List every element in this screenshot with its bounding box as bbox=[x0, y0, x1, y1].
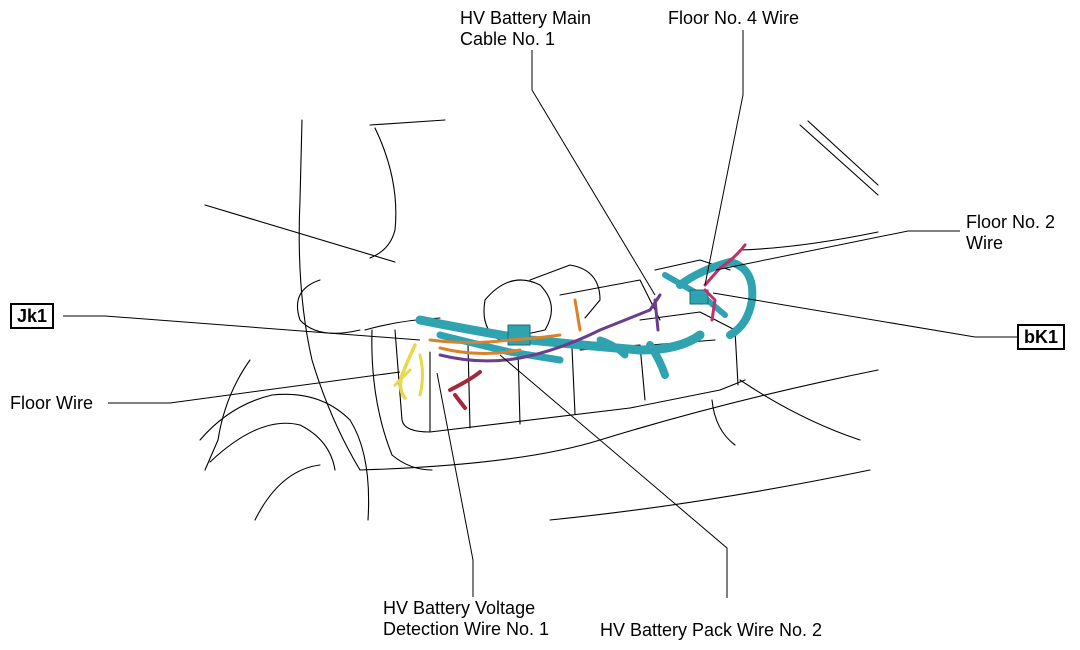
wire-harness bbox=[393, 243, 757, 410]
label-floor-no4-wire: Floor No. 4 Wire bbox=[668, 8, 800, 28]
label-hv-battery-pack-wire: HV Battery Pack Wire No. 2 bbox=[600, 620, 823, 640]
leader-lines bbox=[63, 30, 1017, 598]
label-floor-wire: Floor Wire bbox=[10, 393, 94, 413]
vehicle-outline bbox=[199, 119, 879, 521]
connector-bk1: bK1 bbox=[1017, 324, 1066, 350]
connector-jk1: Jk1 bbox=[10, 303, 55, 329]
